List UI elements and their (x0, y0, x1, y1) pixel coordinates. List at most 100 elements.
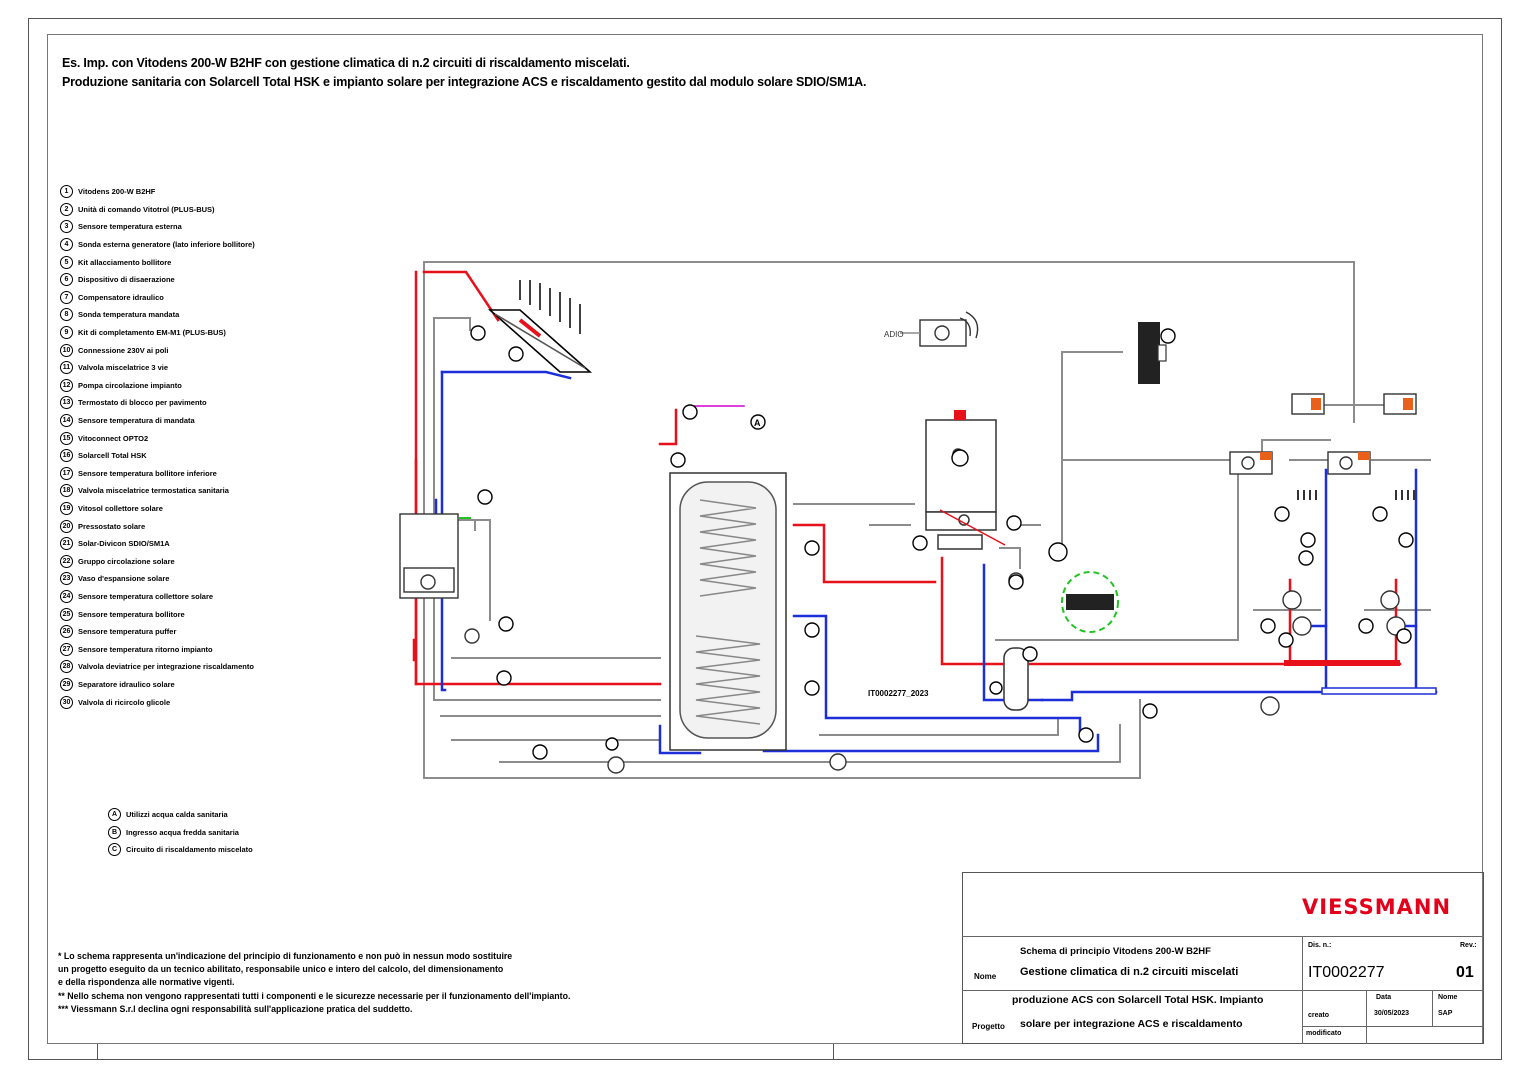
progetto-label: Progetto (972, 1022, 1005, 1031)
legend-number: 2 (60, 202, 73, 216)
solar-collector (487, 280, 593, 373)
legend-item: 2 Unità di comando Vitotrol (PLUS-BUS) (60, 201, 255, 219)
data-label: Data (1376, 994, 1392, 1001)
heating-zone (1061, 571, 1119, 633)
legend-number: 21 (60, 537, 73, 551)
legend-label: Kit allacciamento bollitore (78, 257, 172, 267)
legend-label: Vitodens 200-W B2HF (78, 187, 156, 197)
legend-number: 1 (60, 185, 73, 199)
drawing-title-line1: Es. Imp. con Vitodens 200-W B2HF con ges… (62, 56, 630, 70)
drawing-code-label: IT0002277_2023 (868, 689, 929, 698)
legend-number: 29 (60, 677, 73, 691)
legend-label: Sensore temperatura di mandata (78, 416, 195, 426)
legend-item: 1 Vitodens 200-W B2HF (60, 183, 255, 201)
legend-label: Pressostato solare (78, 521, 146, 531)
tb-divider (962, 990, 1302, 991)
legend-label: Unità di comando Vitotrol (PLUS-BUS) (78, 204, 215, 214)
brand-name: VIESSMANN (1302, 895, 1452, 919)
legend-number: 14 (60, 414, 73, 428)
note-line: un progetto eseguito da un tecnico abili… (58, 964, 504, 975)
legend-item: 14 Sensore temperatura di mandata (60, 412, 255, 430)
hot-water-outlet-label: A (754, 418, 761, 428)
dis-n-label: Dis. n.: (1308, 942, 1332, 949)
solar-divicon (399, 513, 459, 599)
legend-number: 25 (60, 607, 73, 621)
rev-label: Rev.: (1460, 942, 1477, 949)
drawing-frame-inner (47, 34, 1483, 1044)
legend-number: 13 (60, 396, 73, 410)
tb-divider (1366, 990, 1367, 1044)
brand-logo: VIESSMANN (1302, 895, 1451, 919)
legend-item: 17 Sensore temperatura bollitore inferior… (60, 465, 255, 483)
legend-number: 5 (60, 255, 73, 269)
legend-label: Gruppo circolazione solare (78, 556, 175, 566)
tb-divider (962, 936, 1484, 937)
scheme-title-1: Schema di principio Vitodens 200-W B2HF (1020, 946, 1211, 957)
legend-label: Sonda esterna generatore (lato inferiore… (78, 240, 255, 250)
legend-label: Sensore temperatura collettore solare (78, 591, 214, 601)
note-line: * Lo schema rappresenta un'indicazione d… (58, 951, 513, 961)
legend-label: Vitosol collettore solare (78, 503, 163, 513)
legend-item: 15 Vitoconnect OPTO2 (60, 429, 255, 447)
legend-item: 5 Kit allacciamento bollitore (60, 253, 255, 271)
legend-number: A (108, 808, 121, 822)
legend-label: Sonda temperatura mandata (78, 310, 180, 320)
author-value: SAP (1438, 1010, 1453, 1017)
legend-number: 17 (60, 466, 73, 480)
legend-label: Valvola deviatrice per integrazione risc… (78, 662, 254, 672)
tb-divider (1302, 1026, 1484, 1027)
legend-number: 23 (60, 572, 73, 586)
supply-lines (412, 270, 1402, 686)
legend-label: Circuito di riscaldamento miscelato (126, 845, 253, 855)
legend-number: 15 (60, 431, 73, 445)
legend-item: 21 Solar-Divicon SDIO/SM1A (60, 535, 255, 553)
drawing-title-line2: Produzione sanitaria con Solarcell Total… (62, 75, 867, 89)
legend-number: 19 (60, 501, 73, 515)
legend-label: Solar-Divicon SDIO/SM1A (78, 539, 170, 549)
note-line: e della rispondenza alle normative vigen… (58, 977, 235, 988)
frame-tick (833, 1044, 834, 1060)
legend-item: 22 Gruppo circolazione solare (60, 552, 255, 570)
flow-manifold (1284, 660, 1400, 666)
return-lines (434, 370, 1438, 755)
scheme-title-3: produzione ACS con Solarcell Total HSK. … (1012, 994, 1264, 1006)
legend-number: 26 (60, 625, 73, 639)
legend-number: 9 (60, 326, 73, 340)
nome-label: Nome (974, 972, 997, 981)
note-line: *** Viessmann S.r.l declina ogni respons… (58, 1003, 413, 1014)
legend-label: Sensore temperatura ritorno impianto (78, 644, 213, 654)
legend-label: Dispositivo di disaerazione (78, 275, 175, 285)
legend-number: 3 (60, 220, 73, 234)
legend-label: Vaso d'espansione solare (78, 574, 170, 584)
disclaimer-notes: * Lo schema rappresenta un'indicazione d… (58, 950, 570, 1016)
legend-item: 3 Sensore temperatura esterna (60, 218, 255, 236)
legend-number: 22 (60, 554, 73, 568)
title-block (962, 872, 1484, 1044)
nome2-label: Nome (1438, 994, 1458, 1001)
legend-label: Sensore temperatura bollitore inferiore (78, 468, 217, 478)
legend-number: 4 (60, 238, 73, 252)
expansion-vessels (464, 572, 1280, 774)
legend-label: Sensore temperatura esterna (78, 222, 182, 232)
storage-tank (669, 472, 787, 751)
adio-label: ADIO (884, 330, 904, 339)
legend-number: B (108, 825, 121, 839)
heating-circuit-2 (1327, 451, 1415, 636)
legend-number: 12 (60, 378, 73, 392)
room-control-units (1291, 393, 1417, 415)
legend-label: Vitoconnect OPTO2 (78, 433, 149, 443)
boiler (925, 410, 1006, 550)
legend-label: Connessione 230V ai poli (78, 345, 169, 355)
legend-item: 19 Vitosol collettore solare (60, 500, 255, 518)
